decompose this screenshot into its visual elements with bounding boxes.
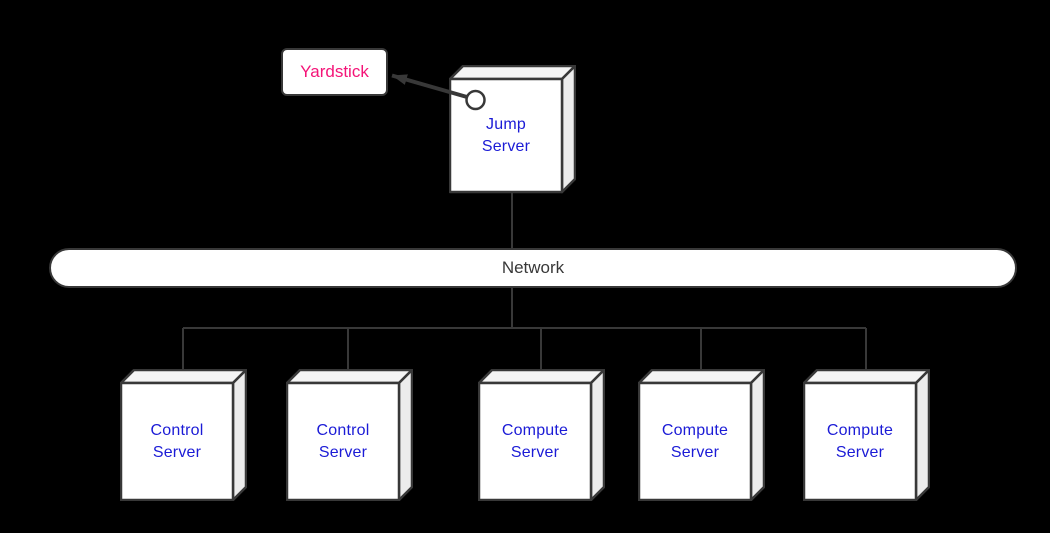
- box3d-shape: [286, 369, 413, 501]
- network-label: Network: [501, 258, 565, 277]
- box3d-shape: [120, 369, 247, 501]
- compute-server-box-2: Compute Server: [638, 369, 765, 501]
- control-server-box-1: Control Server: [120, 369, 247, 501]
- compute-server-label-3: Compute Server: [826, 422, 894, 461]
- compute-server-box-3: Compute Server: [803, 369, 930, 501]
- box3d-shape: [478, 369, 605, 501]
- compute-server-label-1: Compute Server: [501, 422, 569, 461]
- box3d-shape: [638, 369, 765, 501]
- control-server-label-1: Control Server: [150, 422, 204, 461]
- box3d-shape: [803, 369, 930, 501]
- compute-server-label-2: Compute Server: [661, 422, 729, 461]
- control-server-label-2: Control Server: [316, 422, 370, 461]
- jump-server-box: Jump Server: [449, 65, 576, 194]
- control-server-box-2: Control Server: [286, 369, 413, 501]
- compute-server-box-1: Compute Server: [478, 369, 605, 501]
- network-bus: Network: [49, 248, 1017, 288]
- yardstick-label: Yardstick: [300, 62, 369, 81]
- jump-server-label: Jump Server: [481, 116, 531, 155]
- yardstick-box: Yardstick: [281, 48, 388, 96]
